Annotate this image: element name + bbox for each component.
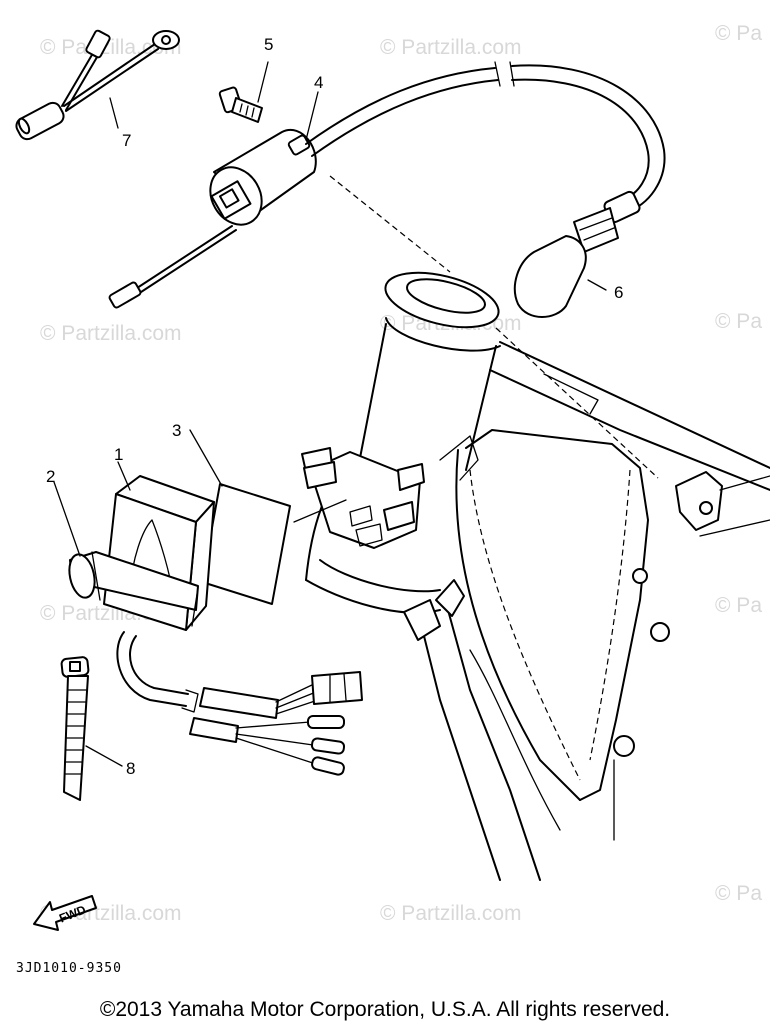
watermark: © Partzilla.com [40, 322, 182, 345]
callout-3: 3 [172, 421, 181, 440]
watermark: © Pa [715, 882, 762, 905]
callouts: 1 2 3 4 5 6 7 8 [46, 35, 623, 778]
high-tension-lead [305, 61, 666, 224]
part-4-ignition-coil [108, 91, 319, 309]
callout-6: 6 [614, 283, 623, 302]
watermark: © Pa [715, 594, 762, 617]
mounting-bracket [293, 447, 425, 549]
callout-7: 7 [122, 131, 131, 150]
part-2-rubber-band [53, 481, 199, 627]
assembly-line-coil [329, 175, 451, 273]
watermark: © Partzilla.com [380, 36, 522, 59]
watermark: © Pa [715, 22, 762, 45]
watermark: © Partzilla.com [40, 36, 182, 59]
frame [305, 271, 770, 881]
callout-4: 4 [314, 73, 323, 92]
copyright-notice: ©2013 Yamaha Motor Corporation, U.S.A. A… [99, 998, 671, 1021]
part-6-plug-cap [513, 207, 619, 318]
part-1-cdi-unit [103, 461, 215, 631]
part-8-cable-tie [60, 656, 123, 801]
callout-2: 2 [46, 467, 55, 486]
part-5-bolt [218, 61, 269, 123]
cdi-harness [116, 631, 363, 776]
watermark: © Pa [715, 310, 762, 333]
diagram-code: 3JD1010-9350 [16, 961, 122, 976]
callout-1: 1 [114, 445, 123, 464]
assembly-line-frame [495, 327, 659, 479]
watermark: © Partzilla.com [380, 902, 522, 925]
part-7-wire-lead [15, 29, 180, 141]
callout-5: 5 [264, 35, 273, 54]
callout-8: 8 [126, 759, 135, 778]
